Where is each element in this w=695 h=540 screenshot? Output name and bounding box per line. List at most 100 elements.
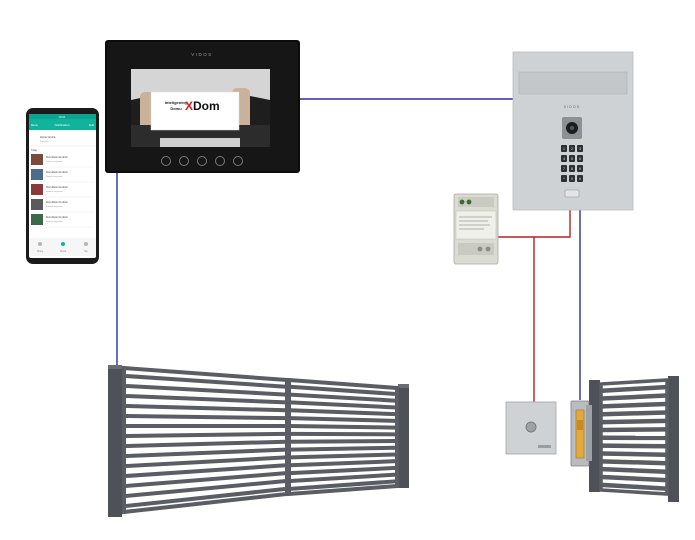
notification-thumbnail [31, 184, 43, 195]
gate-slat [125, 471, 287, 488]
notification-title: Ktoś dzwoni do drzwi [46, 186, 68, 189]
gate-post-right [398, 384, 409, 488]
notification-subtitle: Kamera wejściowa [46, 221, 64, 223]
gate-slat [125, 455, 287, 468]
monitor-button-icon [161, 156, 171, 166]
keypad-key-label: 6 [579, 157, 581, 161]
keypad-key-label: 4 [563, 157, 565, 161]
gate-slat [289, 384, 397, 397]
wicket-slat [601, 443, 667, 449]
phone-section-title: Home Gmina [40, 135, 56, 139]
keypad-key-label: 5 [571, 157, 573, 161]
keypad-key [577, 155, 583, 162]
wicket-slat [601, 418, 667, 425]
wicket-leaf [599, 378, 669, 496]
nav-label: Me [84, 250, 88, 253]
gate-slat [125, 394, 287, 405]
terminal-screw-icon [485, 246, 491, 252]
gate-slat [125, 404, 287, 413]
gate-slat [289, 465, 397, 476]
phone-status-time: 10:01 [59, 115, 66, 119]
keypad-key-label: 9 [579, 167, 581, 171]
keypad-key [569, 155, 575, 162]
keypad-key-label: 7 [563, 167, 565, 171]
keypad-key [569, 145, 575, 152]
wicket-slat [601, 427, 667, 433]
wicket-slat [601, 466, 667, 474]
keypad-key [569, 175, 575, 182]
monitor-brand: VIDOS [191, 52, 213, 57]
terminal-screw-icon [459, 199, 465, 205]
wicket-slat [601, 459, 667, 466]
gate-slat [125, 384, 287, 397]
gate-slats [125, 374, 397, 508]
gate-slat [289, 472, 397, 483]
notification-thumbnail [31, 214, 43, 225]
nav-icon [61, 242, 65, 246]
monitor-button-icon [233, 156, 243, 166]
panel-brand: VIDOS [564, 105, 580, 109]
gate-slat [289, 452, 397, 460]
wicket-slat [601, 482, 667, 491]
notification-subtitle: Kamera wejściowa [46, 206, 64, 208]
notification-title: Ktoś dzwoni do drzwi [46, 201, 68, 204]
gate-slat [289, 439, 397, 444]
notification-subtitle: Kamera wejściowa [46, 191, 64, 193]
nav-icon [38, 242, 42, 246]
notification-subtitle: Kamera wejściowa [46, 176, 64, 178]
phone-header-title: Notification [55, 123, 70, 127]
indoor-monitor: VIDOS Inteligentny Domu X Dom [105, 40, 300, 173]
keypad-key [577, 145, 583, 152]
push-button-icon [525, 421, 537, 433]
card-line1: Inteligentny [165, 100, 188, 105]
gate-slat [125, 414, 287, 421]
gate-slat [125, 486, 287, 508]
notification-thumbnail [31, 154, 43, 165]
notification-thumbnail [31, 199, 43, 210]
monitor-button-icon [197, 156, 207, 166]
gate-slat [289, 424, 397, 430]
keypad-key-label: 8 [571, 167, 573, 171]
keypad-key-label: 1 [563, 147, 565, 151]
gate-slat [125, 447, 287, 458]
gate-slat [289, 408, 397, 417]
phone-section-sub: Intercom [40, 140, 49, 143]
gate-slat [125, 374, 287, 389]
keypad-key [561, 155, 567, 162]
terminal-screw-icon [477, 246, 483, 252]
monitor-button-icon [179, 156, 189, 166]
wicket-post-left [589, 380, 600, 492]
wicket-slat [601, 393, 667, 401]
gate-slat [125, 439, 287, 448]
phone-list-label: Today [31, 149, 38, 152]
notification-thumbnail [31, 169, 43, 180]
phone-header-menu: Menu [31, 123, 38, 127]
nav-label: Home [37, 250, 44, 253]
wicket-gate [589, 376, 679, 502]
exit-button [505, 401, 557, 455]
keypad-key [577, 165, 583, 172]
notification-title: Ktoś dzwoni do drzwi [46, 156, 68, 159]
phone-header-edit: Edit [89, 123, 94, 127]
keypad-key [561, 165, 567, 172]
monitor-button-icon [215, 156, 225, 166]
electric-strike-lock [570, 400, 592, 467]
card-line2: Domu [170, 106, 182, 111]
card-logo-x: X [185, 99, 193, 113]
notification-subtitle: Kamera wejściowa [46, 161, 64, 163]
phone-bottom-nav: Home Cloud Me [37, 242, 88, 253]
nav-label: Cloud [60, 250, 67, 253]
wicket-slat [601, 384, 667, 393]
wicket-slat [601, 401, 667, 409]
wicket-slat [601, 451, 667, 458]
gate-post-left [108, 365, 122, 517]
wicket-slat [601, 410, 667, 417]
gate-slat [289, 479, 397, 491]
card-logo-dom: Dom [193, 99, 220, 113]
